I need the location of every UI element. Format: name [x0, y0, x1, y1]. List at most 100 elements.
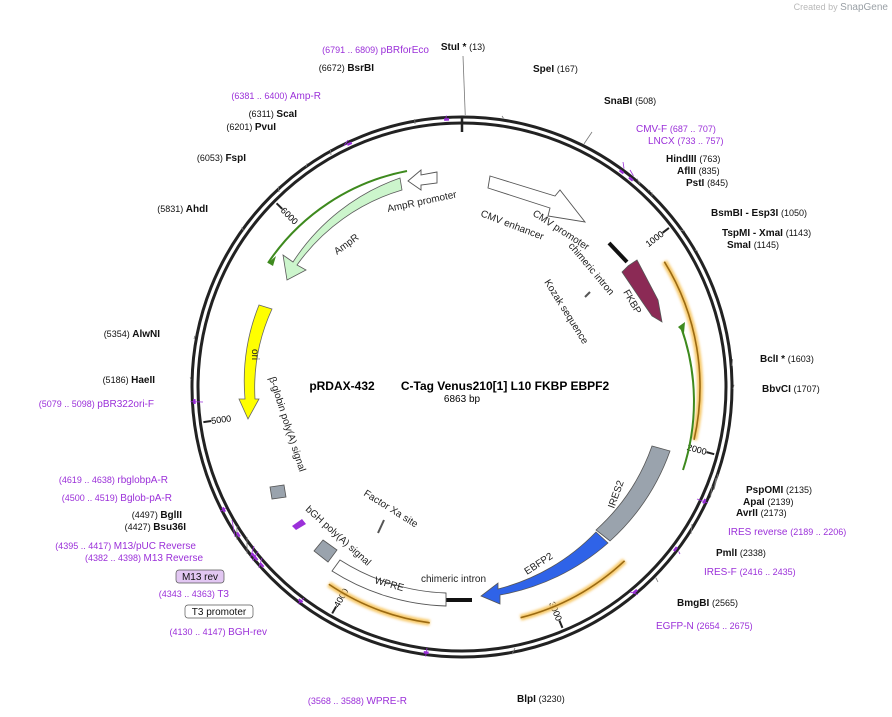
- site-label[interactable]: CMV-F (687 .. 707): [636, 124, 716, 135]
- site-label[interactable]: (5186) HaeII: [103, 375, 156, 386]
- site-label[interactable]: (4343 .. 4363) T3: [159, 589, 230, 600]
- site-label[interactable]: (6672) BsrBI: [319, 63, 374, 74]
- site-label[interactable]: BclI * (1603): [760, 354, 814, 365]
- feature-label-ori: ori: [249, 349, 260, 360]
- snapgene-branding: Created by SnapGene: [794, 2, 888, 13]
- site-position: (6053): [197, 153, 226, 163]
- site-position: (6311): [249, 109, 277, 119]
- site-name: TspMI - XmaI: [722, 228, 786, 239]
- feature-label-chimeric-intron-top: chimeric intron: [566, 241, 616, 298]
- primer-marker: [250, 552, 256, 558]
- site-label[interactable]: PmlI (2338): [716, 548, 766, 559]
- site-label[interactable]: IRES reverse (2189 .. 2206): [728, 527, 846, 538]
- site-label[interactable]: SmaI (1145): [727, 240, 779, 251]
- site-label[interactable]: HindIII (763): [666, 154, 720, 165]
- site-label[interactable]: (4130 .. 4147) BGH-rev: [170, 627, 267, 638]
- orf-arcs: [327, 260, 703, 626]
- ampr-orf-arrowhead: [268, 256, 276, 266]
- snapgene-logo: SnapGene: [840, 2, 888, 13]
- site-label[interactable]: SnaBI (508): [604, 96, 656, 107]
- site-name: PstI: [686, 178, 707, 189]
- site-label[interactable]: (4382 .. 4398) M13 Reverse: [85, 553, 203, 564]
- green-orf-arrowhead: [678, 322, 685, 333]
- site-position: (2338): [740, 548, 766, 558]
- fkbp-feature[interactable]: [621, 259, 663, 323]
- wpre-feature[interactable]: [331, 559, 447, 607]
- ebfp2-feature[interactable]: [480, 531, 609, 605]
- site-connector: [343, 139, 349, 147]
- ires2-feature[interactable]: [595, 445, 671, 542]
- site-connector: [678, 551, 681, 555]
- site-label[interactable]: (4500 .. 4519) Bglob-pA-R: [62, 493, 172, 504]
- site-label[interactable]: SpeI (167): [533, 64, 578, 75]
- site-connector: [462, 55, 466, 116]
- site-connector: [710, 485, 713, 498]
- site-label[interactable]: (6791 .. 6809) pBRforEco: [322, 45, 429, 56]
- site-name: PvuI: [255, 122, 276, 133]
- primer-marker: [423, 651, 429, 655]
- cmv-enhancer-feature[interactable]: [487, 175, 587, 223]
- site-label[interactable]: PspOMI (2135): [746, 485, 812, 496]
- site-name: BsrBI: [347, 63, 374, 74]
- site-position: (4500 .. 4519): [62, 493, 121, 503]
- ori-feature[interactable]: [238, 304, 273, 420]
- site-name: BclI *: [760, 354, 788, 365]
- site-label[interactable]: (3568 .. 3588) WPRE-R: [308, 696, 407, 707]
- site-label[interactable]: BlpI (3230): [517, 694, 565, 705]
- site-label[interactable]: IRES-F (2416 .. 2435): [704, 567, 796, 578]
- ampr-promoter-feature[interactable]: [407, 169, 438, 191]
- site-label[interactable]: EGFP-N (2654 .. 2675): [656, 621, 753, 632]
- orf-right: [663, 261, 701, 440]
- site-position: (5354): [104, 329, 133, 339]
- site-label[interactable]: (4395 .. 4417) M13/pUC Reverse: [55, 541, 196, 552]
- site-name: LNCX: [648, 136, 677, 147]
- site-label[interactable]: LNCX (733 .. 757): [648, 136, 723, 147]
- chimeric-intron-top: [607, 241, 629, 264]
- site-label[interactable]: PstI (845): [686, 178, 728, 189]
- site-label[interactable]: (6311) ScaI: [249, 109, 298, 120]
- site-label[interactable]: (6053) FspI: [197, 153, 246, 164]
- site-connector: [636, 178, 641, 185]
- ruler-label: 2000: [686, 442, 708, 457]
- site-label[interactable]: ApaI (2139): [743, 497, 793, 508]
- site-position: (3230): [539, 694, 565, 704]
- orf-bottom-left: [328, 583, 430, 624]
- site-label[interactable]: BmgBI (2565): [677, 598, 738, 609]
- site-name: AflII: [677, 166, 699, 177]
- site-label[interactable]: (4619 .. 4638) rbglobpA-R: [59, 475, 168, 486]
- site-position: (733 .. 757): [677, 136, 723, 146]
- primer-marker: [221, 506, 226, 513]
- site-label[interactable]: (5079 .. 5098) pBR322ori-F: [39, 399, 154, 410]
- site-label[interactable]: (4497) BglII: [132, 510, 182, 521]
- site-position: (4619 .. 4638): [59, 475, 118, 485]
- site-position: (3568 .. 3588): [308, 696, 367, 706]
- site-label[interactable]: (5831) AhdI: [157, 204, 208, 215]
- site-label[interactable]: TspMI - XmaI (1143): [722, 228, 811, 239]
- site-position: (6672): [319, 63, 348, 73]
- site-label[interactable]: (5354) AlwNI: [104, 329, 161, 340]
- site-label[interactable]: StuI * (13): [441, 42, 485, 53]
- site-position: (2565): [712, 598, 738, 608]
- site-position: (4395 .. 4417): [55, 541, 114, 551]
- ampr-feature[interactable]: [282, 177, 403, 281]
- t3-promoter-box: [184, 604, 254, 619]
- site-name: Bglob-pA-R: [120, 493, 172, 504]
- site-label[interactable]: BsmBI - Esp3I (1050): [711, 208, 807, 219]
- m13-rev-box: [175, 569, 225, 584]
- site-label[interactable]: (6201) PvuI: [226, 122, 276, 133]
- site-position: (2173): [761, 508, 787, 518]
- feature-label-kozak: Kozak sequence: [541, 278, 590, 347]
- site-position: (1145): [754, 240, 779, 250]
- site-label[interactable]: AvrII (2173): [736, 508, 787, 519]
- ruler-label: 6000: [279, 205, 300, 226]
- site-label[interactable]: (6381 .. 6400) Amp-R: [231, 91, 321, 102]
- primer-marker: [346, 141, 353, 146]
- primer-marker: [235, 531, 241, 538]
- site-label[interactable]: BbvCI (1707): [762, 384, 820, 395]
- site-name: SmaI: [727, 240, 754, 251]
- site-label[interactable]: AflII (835): [677, 166, 720, 177]
- site-connector: [696, 498, 709, 504]
- bgh-polya-feature[interactable]: [313, 539, 338, 563]
- site-label[interactable]: (4427) Bsu36I: [125, 522, 187, 533]
